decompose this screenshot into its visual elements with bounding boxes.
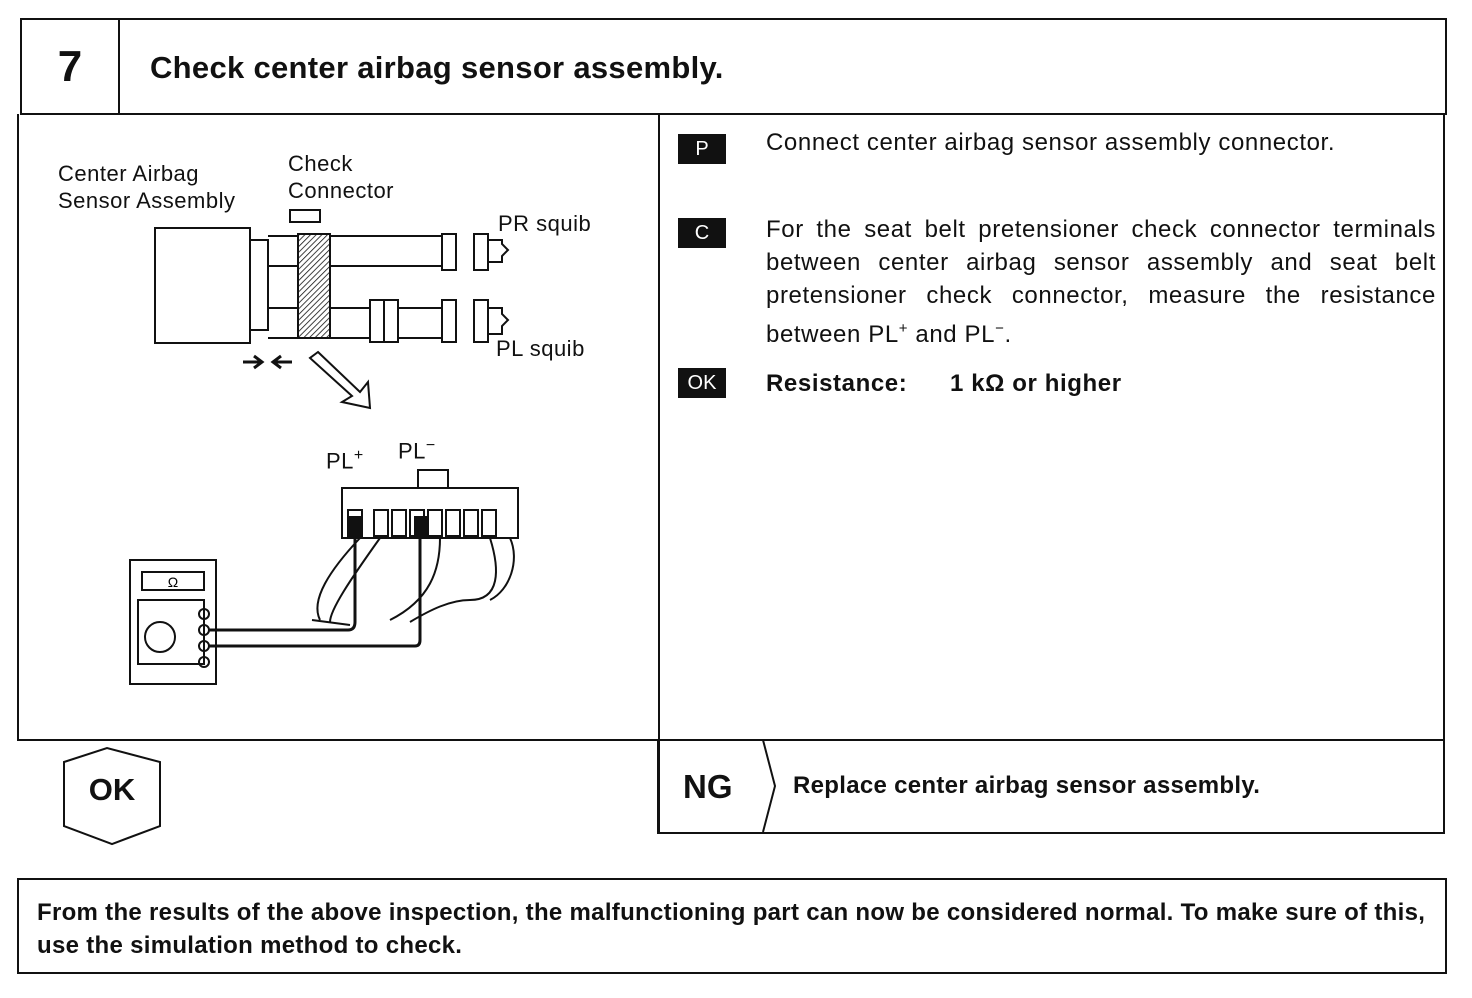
sensor-connector xyxy=(249,239,269,331)
ok-label: OK xyxy=(88,772,136,807)
column-divider xyxy=(658,114,660,834)
ng-label: NG xyxy=(683,768,733,805)
badge-ok: OK xyxy=(678,368,726,398)
step-title: Check center airbag sensor assembly. xyxy=(150,50,724,85)
wiring-diagram: Ω Center Airbag Sensor Assembly Check Co… xyxy=(30,130,650,730)
label-sensor-line2: Sensor Assembly xyxy=(58,188,236,213)
step-body xyxy=(17,114,1445,741)
test-connector xyxy=(341,487,519,539)
ng-box: NG Replace center airbag sensor assembly… xyxy=(657,740,1445,834)
label-check-line2: Connector xyxy=(288,178,395,203)
step-header: 7 Check center airbag sensor assembly. xyxy=(20,18,1447,115)
instruction-c-text: For the seat belt pretensioner check con… xyxy=(766,216,1436,348)
spec-value: 1 kΩ or higher xyxy=(950,370,1122,397)
spec-label: Resistance: xyxy=(766,370,908,397)
badge-p: P xyxy=(678,134,726,164)
label-sensor-line1: Center Airbag xyxy=(58,161,200,186)
ng-action: Replace center airbag sensor assembly. xyxy=(793,772,1261,799)
summary-note: From the results of the above inspection… xyxy=(17,878,1447,974)
check-connector-body xyxy=(297,233,331,339)
meter-symbol: Ω xyxy=(168,574,178,590)
label-pr-squib: PR squib xyxy=(498,211,592,236)
label-pl-squib: PL squib xyxy=(496,336,585,361)
step-number: 7 xyxy=(22,20,120,113)
label-pl-plus: PL+ xyxy=(326,447,364,474)
label-pl-minus: PL− xyxy=(398,437,436,464)
ok-arrow: OK xyxy=(62,746,162,846)
label-check-line1: Check xyxy=(288,151,353,176)
diagram-drawing: Ω xyxy=(129,209,519,685)
badge-c: C xyxy=(678,218,726,248)
instruction-p-text: Connect center airbag sensor assembly co… xyxy=(766,129,1336,156)
ohmmeter xyxy=(129,559,217,685)
check-connector-icon xyxy=(289,209,321,223)
sensor-assembly-box xyxy=(154,227,251,344)
